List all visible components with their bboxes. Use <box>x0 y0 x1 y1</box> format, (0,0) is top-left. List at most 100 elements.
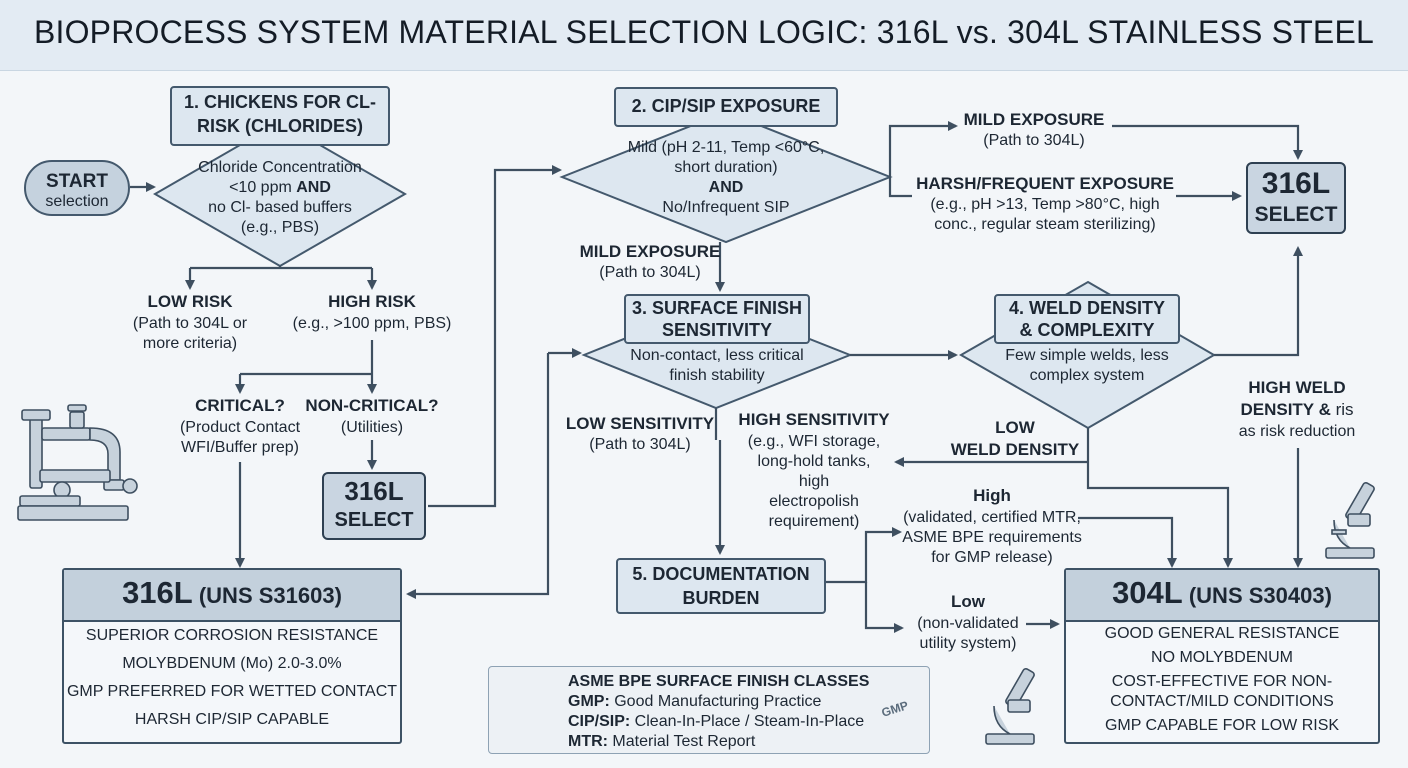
high-sensitivity-line3: high <box>798 473 830 490</box>
card-304l-item-3: COST-EFFECTIVE FOR NON- <box>1111 673 1333 690</box>
select-316-top-line2: SELECT <box>1254 203 1338 226</box>
low-risk-title: LOW RISK <box>147 292 233 311</box>
high-risk-line1: (e.g., >100 ppm, PBS) <box>292 315 452 332</box>
step1-desc-line1: Chloride Concentration <box>198 159 362 176</box>
card-316l-item-1: SUPERIOR CORROSION RESISTANCE <box>85 627 379 644</box>
legend-box <box>488 666 930 754</box>
step3-title-box <box>624 294 810 344</box>
step4-title-box <box>994 294 1180 344</box>
critical-line1: (Product Contact <box>179 419 301 436</box>
low-risk-line1: (Path to 304L or <box>132 315 248 332</box>
card-316l-item-2: MOLYBDENUM (Mo) 2.0-3.0% <box>122 655 342 672</box>
microscope-icon-right <box>1325 481 1375 559</box>
step1-title-line2: RISK (CHLORIDES) <box>197 116 363 136</box>
step5-line1: 5. DOCUMENTATION <box>632 564 810 584</box>
step2-title-box <box>614 87 838 127</box>
card-316l-item-4: HARSH CIP/SIP CAPABLE <box>134 711 330 728</box>
arrow-step1-split <box>190 266 372 270</box>
harsh-exposure-line2: conc., regular steam sterilizing) <box>934 216 1156 233</box>
step1-desc-line3: no Cl- based buffers <box>208 199 352 216</box>
step3-desc-line1: Non-contact, less critical <box>630 347 804 364</box>
critical-line2: WFI/Buffer prep) <box>181 439 299 456</box>
harsh-exposure-line1: (e.g., pH >13, Temp >80°C, high <box>930 196 1160 213</box>
high-weld-line3: as risk reduction <box>1238 423 1356 440</box>
high-sensitivity-line1: (e.g., WFI storage, <box>747 433 881 450</box>
card-316l <box>62 568 402 744</box>
step1-desc-line2: <10 ppm AND <box>229 179 331 196</box>
step4-desc-line1: Few simple welds, less <box>1005 347 1169 364</box>
step3-desc-line2: finish stability <box>669 367 765 384</box>
low-sensitivity-line1: (Path to 304L) <box>589 436 691 453</box>
card-316l-header <box>64 570 400 622</box>
start-sublabel: selection <box>45 193 109 210</box>
card-304l <box>1064 568 1380 744</box>
step1-desc-line4: (e.g., PBS) <box>240 219 320 236</box>
select-316-mid <box>322 472 426 540</box>
legend-title: ASME BPE SURFACE FINISH CLASSES <box>568 673 870 690</box>
step2-desc-line1: Mild (pH 2-11, Temp <60°C, <box>627 139 825 156</box>
step1-title-line1: 1. CHICKENS FOR CL- <box>183 92 376 112</box>
step2-desc-line4: No/Infrequent SIP <box>662 199 790 216</box>
start-label: START <box>46 171 108 192</box>
high-sensitivity-title: HIGH SENSITIVITY <box>738 410 890 429</box>
high-risk-title: HIGH RISK <box>328 292 416 311</box>
mild-exposure-top-line1: (Path to 304L) <box>983 132 1085 149</box>
select-316-top-line1: 316L <box>1261 167 1331 200</box>
doc-high-line3: for GMP release) <box>931 549 1053 566</box>
step1-title-box <box>170 86 390 146</box>
doc-high-line1: (validated, certified MTR, <box>903 509 1081 526</box>
high-sensitivity-line5: requirement) <box>768 513 860 530</box>
page-title: BIOPROCESS SYSTEM MATERIAL SELECTION LOG… <box>33 14 1375 50</box>
step2-desc-line3: AND <box>708 179 744 196</box>
mild-exposure-mid-title: MILD EXPOSURE <box>579 242 721 261</box>
harsh-exposure-title: HARSH/FREQUENT EXPOSURE <box>916 174 1174 193</box>
low-sensitivity-title: LOW SENSITIVITY <box>565 414 715 433</box>
high-weld-line1: HIGH WELD <box>1248 378 1346 397</box>
doc-high-line2: ASME BPE requirements <box>902 529 1082 546</box>
step4-title-line1: 4. WELD DENSITY <box>1008 298 1165 318</box>
mild-exposure-top-title: MILD EXPOSURE <box>963 110 1105 129</box>
card-304l-item-4: CONTACT/MILD CONDITIONS <box>1110 693 1334 710</box>
low-weld-line1: LOW <box>995 418 1035 437</box>
arrow-select-step2 <box>428 165 562 508</box>
legend-row-mtr: MTR: Material Test Report <box>568 733 756 750</box>
select-316-mid-line1: 316L <box>344 476 404 506</box>
step3-title-line1: 3. SURFACE FINISH <box>631 298 803 318</box>
pipes-icon <box>17 404 138 521</box>
step2-desc-line2: short duration) <box>674 159 778 176</box>
decision-diamond-2 <box>559 110 893 244</box>
low-weld-line2: WELD DENSITY <box>950 440 1080 459</box>
microscope-icon-bottom <box>985 667 1035 745</box>
step3-title-line2: SENSITIVITY <box>661 320 773 340</box>
step5-box <box>616 558 826 614</box>
doc-low-line1: (non-validated <box>917 615 1019 632</box>
card-304l-item-1: GOOD GENERAL RESISTANCE <box>1104 625 1340 642</box>
doc-low-title: Low <box>951 592 985 611</box>
step4-desc-line2: complex system <box>1029 367 1145 384</box>
step5-line2: BURDEN <box>682 588 760 608</box>
legend-row-cipsip: CIP/SIP: Clean-In-Place / Steam-In-Place <box>568 713 865 730</box>
mild-exposure-mid-line1: (Path to 304L) <box>599 264 701 281</box>
high-sensitivity-line4: electropolish <box>769 493 859 510</box>
start-node <box>24 160 130 216</box>
low-risk-line2: more criteria) <box>142 335 238 352</box>
card-304l-header <box>1066 570 1378 622</box>
card-304l-title: 304L (UNS S30403) <box>1112 575 1332 610</box>
critical-title: CRITICAL? <box>195 396 285 415</box>
title-banner <box>0 0 1408 71</box>
legend-row-gmp: GMP: Good Manufacturing Practice <box>568 693 822 710</box>
step4-title-line2: & COMPLEXITY <box>1019 320 1155 340</box>
high-weld-line2: DENSITY & ris <box>1240 400 1354 419</box>
card-316l-title: 316L (UNS S31603) <box>122 575 342 610</box>
select-316-top <box>1246 162 1346 234</box>
card-304l-item-2: NO MOLYBDENUM <box>1151 649 1293 666</box>
doc-high-title: High <box>973 486 1011 505</box>
step2-title: 2. CIP/SIP EXPOSURE <box>631 96 821 116</box>
doc-low-line2: utility system) <box>919 635 1017 652</box>
select-316-mid-line2: SELECT <box>334 509 414 531</box>
noncritical-line1: (Utilities) <box>340 419 404 436</box>
card-316l-item-3: GMP PREFERRED FOR WETTED CONTACT <box>66 683 398 700</box>
card-304l-item-5: GMP CAPABLE FOR LOW RISK <box>1104 717 1340 734</box>
noncritical-title: NON-CRITICAL? <box>305 396 439 415</box>
